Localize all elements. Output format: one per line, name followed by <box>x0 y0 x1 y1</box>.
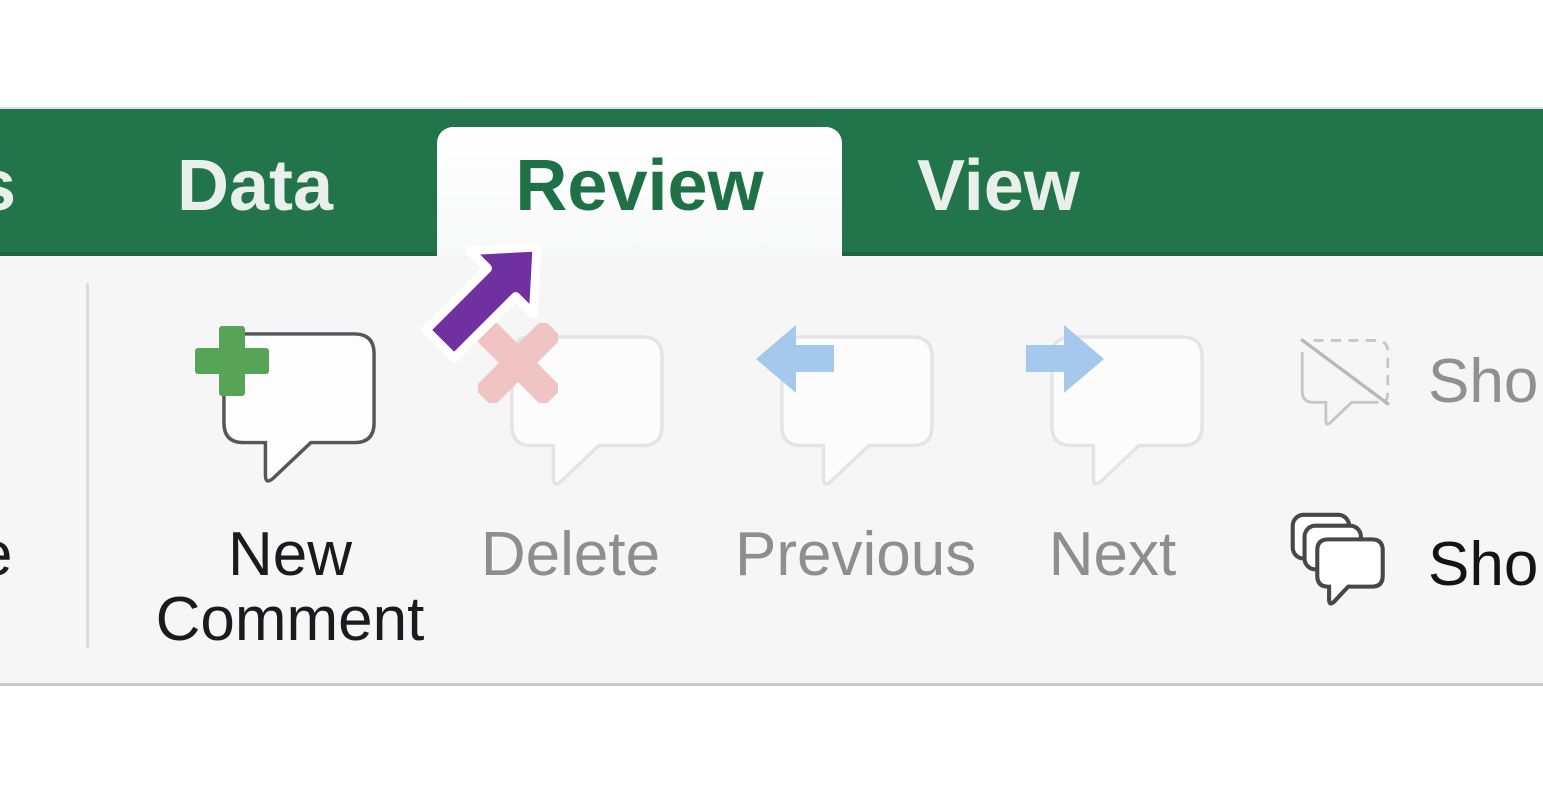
next-comment-button[interactable]: Next <box>1005 315 1220 615</box>
previous-comment-button[interactable]: Previous <box>735 315 977 615</box>
delete-comment-button[interactable]: Delete <box>468 315 673 615</box>
show-hide-comment-button[interactable]: Sho <box>1280 330 1543 450</box>
show-hide-comment-label: Sho <box>1428 347 1539 416</box>
arrow-right-icon <box>1026 325 1104 393</box>
arrow-left-icon <box>756 325 834 393</box>
new-comment-button[interactable]: New Comment <box>140 315 440 660</box>
next-label: Next <box>1048 520 1177 589</box>
delete-label: Delete <box>480 520 661 589</box>
tab-review[interactable]: Review <box>437 127 842 258</box>
show-hide-comment-icon <box>1300 338 1390 426</box>
tab-data[interactable]: Data <box>177 146 334 226</box>
new-comment-label: New Comment <box>155 520 425 654</box>
partial-left-label: e <box>0 519 12 591</box>
plus-icon <box>195 326 269 396</box>
tab-view[interactable]: View <box>917 146 1080 226</box>
group-divider <box>86 283 89 648</box>
show-comments-icon <box>1290 512 1385 606</box>
delete-x-icon <box>478 323 558 403</box>
ribbon-content: e New Comment Delete <box>0 256 1543 686</box>
tab-review-label: Review <box>515 146 764 226</box>
ribbon-tab-bar: s Data Review View <box>0 107 1543 258</box>
tab-formulas-partial[interactable]: s <box>0 144 16 228</box>
previous-label: Previous <box>735 520 977 589</box>
show-comments-button[interactable]: Sho <box>1280 505 1543 635</box>
show-comments-label: Sho <box>1428 530 1539 599</box>
